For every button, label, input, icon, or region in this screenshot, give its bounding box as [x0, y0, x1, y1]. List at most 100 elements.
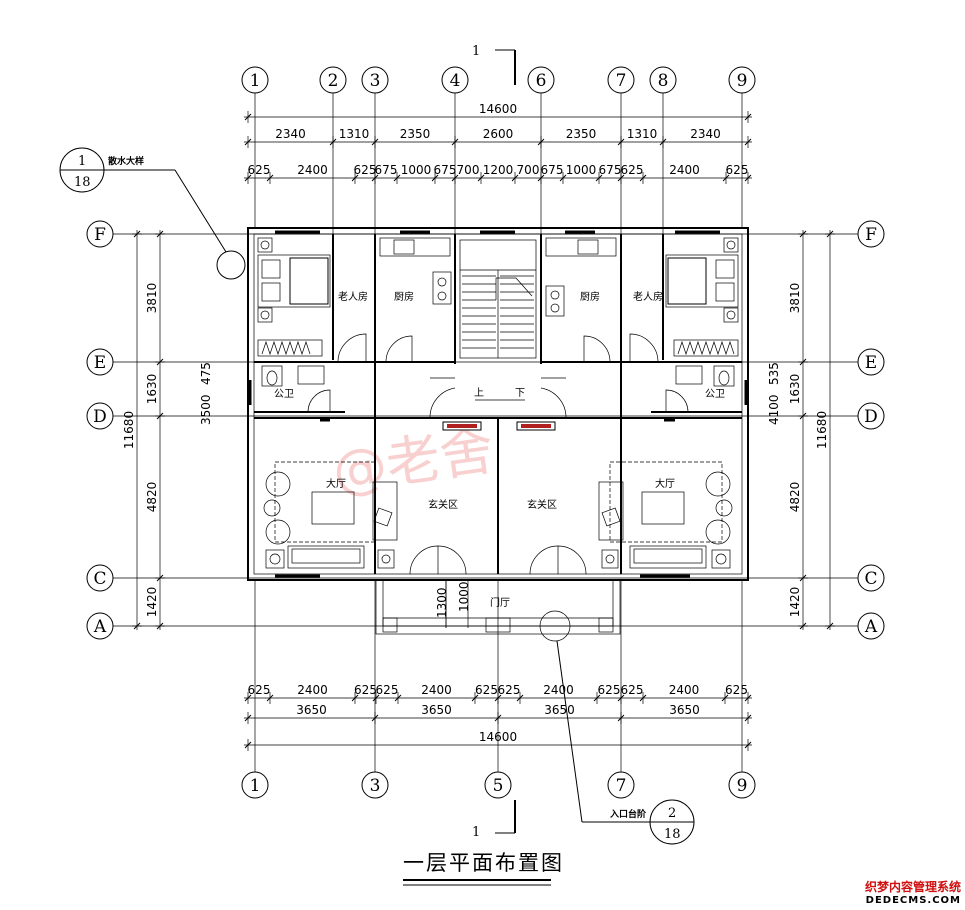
axis-bubble-top: [527, 66, 555, 94]
dimension-label: 11680: [815, 411, 829, 449]
dimension-label: 675: [541, 163, 564, 177]
label-hall-left: 大厅: [326, 477, 346, 490]
dimension-label: 2400: [297, 163, 328, 177]
dimension-label: 625: [248, 163, 271, 177]
svg-text:1: 1: [78, 154, 86, 169]
axis-bubble-bottom: [484, 771, 512, 799]
doors: [307, 333, 689, 575]
dimension-label: 675: [599, 163, 622, 177]
dimension-label: 675: [375, 163, 398, 177]
axis-bubble-top: [241, 66, 269, 94]
dimension-label: 3650: [544, 703, 575, 717]
dimension-label: 625: [725, 683, 748, 697]
dimension-label: 625: [598, 683, 621, 697]
axis-bubble-left: [86, 348, 114, 376]
axis-label-left: C: [93, 569, 106, 589]
axis-bubble-top: [319, 66, 347, 94]
axis-label-right: A: [864, 617, 878, 637]
dimension-label: 4820: [788, 482, 802, 513]
axis-label-left: D: [93, 407, 107, 427]
dimension-label: 700: [457, 163, 480, 177]
axis-label-top: 1: [250, 71, 261, 91]
axis-label-bottom: 3: [370, 776, 381, 796]
label-elder-left: 老人房: [338, 290, 368, 303]
dimension-label: 1000: [566, 163, 597, 177]
axis-label-left: A: [93, 617, 107, 637]
room-labels: 老人房 厨房 厨房 老人房 公卫 公卫 大厅 大厅 玄关区 玄关区 门厅 上 下: [274, 290, 725, 609]
dimension-label: 2400: [669, 683, 700, 697]
callout-entry-steps: 2 18 入口台阶: [556, 640, 695, 845]
axis-bubble-top: [649, 66, 677, 94]
building-walls: [247, 227, 749, 581]
svg-text:4100: 4100: [767, 394, 781, 425]
svg-text:475: 475: [199, 362, 213, 385]
axis-label-top: 3: [370, 71, 381, 91]
axis-label-right: E: [865, 353, 877, 373]
axis-label-left: E: [94, 353, 106, 373]
dimension-label: 625: [354, 163, 377, 177]
svg-text:1: 1: [472, 825, 480, 840]
axis-label-top: 4: [450, 71, 461, 91]
label-foyer-right: 玄关区: [527, 498, 557, 511]
corner-logo: 织梦内容管理系统 DEDECMS.COM: [865, 878, 961, 906]
dimension-label: 1420: [145, 587, 159, 618]
axis-label-left: F: [94, 225, 106, 245]
dimension-label: 1420: [788, 587, 802, 618]
svg-text:18: 18: [74, 175, 91, 190]
dimension-label: 3810: [145, 283, 159, 314]
label-stair-up: 上: [474, 387, 484, 399]
label-toilet-left: 公卫: [274, 389, 294, 400]
dimension-label: 625: [475, 683, 498, 697]
svg-text:18: 18: [664, 827, 681, 842]
axis-bubble-top: [607, 66, 635, 94]
corner-logo-line2: DEDECMS.COM: [865, 895, 961, 906]
axis-bubble-bottom: [241, 771, 269, 799]
furniture: [257, 237, 739, 569]
svg-text:1000: 1000: [457, 581, 471, 612]
dimension-label: 3650: [296, 703, 327, 717]
label-foyer-left: 玄关区: [428, 498, 458, 511]
axis-label-right: F: [865, 225, 877, 245]
dimension-label: 3650: [669, 703, 700, 717]
axis-bubble-left: [86, 564, 114, 592]
dimension-label: 11680: [122, 411, 136, 449]
axis-label-top: 6: [536, 71, 547, 91]
axis-bubble-bottom: [607, 771, 635, 799]
dimension-label: 1200: [483, 163, 514, 177]
axis-label-top: 2: [328, 71, 339, 91]
dimension-label: 1000: [401, 163, 432, 177]
axis-bubble-bottom: [728, 771, 756, 799]
dimension-label: 1310: [339, 127, 370, 141]
dimension-label: 14600: [479, 102, 517, 116]
axis-label-top: 7: [616, 71, 627, 91]
drawing-title: 一层平面布置图: [403, 851, 562, 886]
label-stair-down: 下: [515, 388, 525, 399]
axis-label-bottom: 5: [493, 776, 504, 796]
dimension-label: 2400: [421, 683, 452, 697]
dimension-label: 2350: [400, 127, 431, 141]
label-kitchen-left: 厨房: [394, 290, 414, 303]
dimension-label: 14600: [479, 730, 517, 744]
dimension-label: 625: [248, 683, 271, 697]
dimension-label: 2350: [566, 127, 597, 141]
entry-dimensions: 1300 1000: [435, 580, 471, 628]
axis-bubble-right: [857, 402, 885, 430]
axis-bubble-top: [441, 66, 469, 94]
axis-label-top: 9: [737, 71, 748, 91]
svg-text:535: 535: [767, 362, 781, 385]
axis-bubble-right: [857, 612, 885, 640]
axis-label-bottom: 7: [616, 776, 627, 796]
svg-text:1: 1: [472, 44, 480, 59]
dimension-label: 625: [621, 163, 644, 177]
dimension-label: 675: [434, 163, 457, 177]
staircase: [430, 239, 566, 401]
label-kitchen-right: 厨房: [580, 290, 600, 303]
svg-text:1300: 1300: [435, 587, 449, 618]
dimension-label: 1630: [788, 374, 802, 405]
svg-text:入口台阶: 入口台阶: [609, 808, 647, 820]
section-mark-bottom: 1: [472, 800, 516, 840]
axis-bubble-bottom: [361, 771, 389, 799]
